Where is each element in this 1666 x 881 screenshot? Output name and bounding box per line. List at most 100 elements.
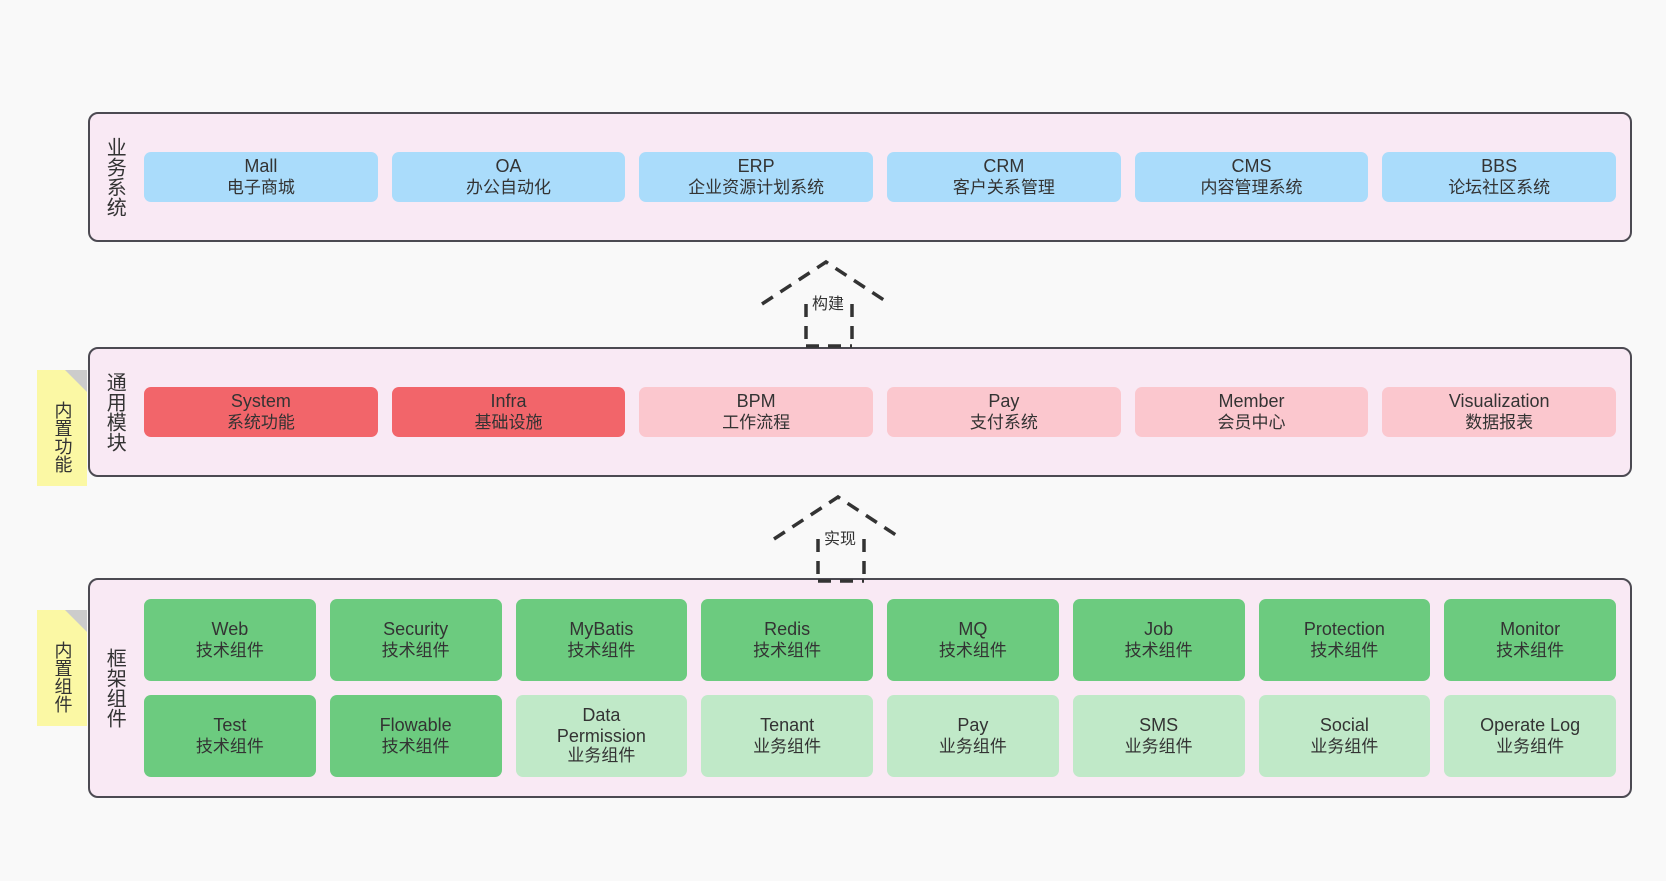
layer-body-business-system: Mall 电子商城 OA 办公自动化 ERP 企业资源计划系统 CRM 客户关系… <box>138 114 1630 240</box>
card-subtitle: 技术组件 <box>753 640 822 660</box>
card-title: OA <box>495 155 522 176</box>
card-social[interactable]: Social 业务组件 <box>1258 695 1431 777</box>
card-mall[interactable]: Mall 电子商城 <box>144 151 378 203</box>
card-bbs[interactable]: BBS 论坛社区系统 <box>1382 151 1617 203</box>
card-visualization[interactable]: Visualization 数据报表 <box>1382 386 1617 438</box>
card-title: CMS <box>1231 155 1272 176</box>
card-member[interactable]: Member 会员中心 <box>1134 386 1369 438</box>
connector-implement: 实现 <box>772 493 922 583</box>
card-subtitle: 论坛社区系统 <box>1448 177 1551 197</box>
card-title: Security <box>383 618 449 639</box>
layer-label-framework-component: 框架组件 <box>103 648 126 728</box>
card-row: Test 技术组件 Flowable 技术组件 Data Permission … <box>144 695 1616 777</box>
card-subtitle: 技术组件 <box>381 640 450 660</box>
card-row: System 系统功能 Infra 基础设施 BPM 工作流程 Pay 支付系统… <box>144 386 1617 438</box>
card-title: Data Permission <box>556 704 646 746</box>
card-subtitle: 技术组件 <box>195 736 264 756</box>
card-title: BPM <box>736 390 776 411</box>
card-mybatis[interactable]: MyBatis 技术组件 <box>515 599 688 681</box>
card-pay-business[interactable]: Pay 业务组件 <box>887 695 1059 777</box>
card-subtitle: 业务组件 <box>938 736 1007 756</box>
card-subtitle: 技术组件 <box>195 640 264 660</box>
layer-label-business-system: 业务系统 <box>103 137 126 217</box>
card-title: SMS <box>1139 714 1179 735</box>
layer-body-common-module: System 系统功能 Infra 基础设施 BPM 工作流程 Pay 支付系统… <box>138 349 1630 475</box>
card-subtitle: 会员中心 <box>1217 412 1286 432</box>
card-bpm[interactable]: BPM 工作流程 <box>639 386 874 438</box>
generalization-arrow-icon <box>773 494 903 583</box>
card-job[interactable]: Job 技术组件 <box>1072 599 1245 681</box>
generalization-arrow-icon <box>761 259 891 348</box>
card-title: Job <box>1144 618 1174 639</box>
card-subtitle: 数据报表 <box>1465 412 1534 432</box>
card-title: Pay <box>988 390 1020 411</box>
card-title: Pay <box>957 714 989 735</box>
card-infra[interactable]: Infra 基础设施 <box>391 386 626 438</box>
card-erp[interactable]: ERP 企业资源计划系统 <box>639 151 874 203</box>
card-subtitle: 业务组件 <box>1124 736 1193 756</box>
card-subtitle: 内容管理系统 <box>1200 177 1303 197</box>
card-subtitle: 技术组件 <box>567 640 636 660</box>
card-crm[interactable]: CRM 客户关系管理 <box>887 151 1121 203</box>
card-subtitle: 电子商城 <box>226 177 295 197</box>
card-subtitle: 技术组件 <box>1124 640 1193 660</box>
card-subtitle: 技术组件 <box>1496 640 1565 660</box>
card-title: ERP <box>737 155 775 176</box>
card-flowable[interactable]: Flowable 技术组件 <box>329 695 502 777</box>
layer-business-system[interactable]: 业务系统 Mall 电子商城 OA 办公自动化 ERP 企业资源计划系统 CRM… <box>88 112 1632 242</box>
card-row: Mall 电子商城 OA 办公自动化 ERP 企业资源计划系统 CRM 客户关系… <box>144 151 1617 203</box>
card-title: Flowable <box>379 714 452 735</box>
card-title: BBS <box>1481 155 1518 176</box>
card-title: Protection <box>1303 618 1385 639</box>
connector-build: 构建 <box>760 258 910 348</box>
note-label: 内置组件 <box>52 641 73 713</box>
card-operate-log[interactable]: Operate Log 业务组件 <box>1444 695 1616 777</box>
card-mq[interactable]: MQ 技术组件 <box>887 599 1059 681</box>
note-fold-corner-icon <box>65 370 87 392</box>
card-title: Monitor <box>1500 618 1561 639</box>
card-subtitle: 业务组件 <box>1496 736 1565 756</box>
card-title: Redis <box>764 618 811 639</box>
card-cms[interactable]: CMS 内容管理系统 <box>1134 151 1369 203</box>
card-subtitle: 系统功能 <box>226 412 295 432</box>
layer-body-framework-component: Web 技术组件 Security 技术组件 MyBatis 技术组件 Redi… <box>138 580 1630 796</box>
card-subtitle: 技术组件 <box>1310 640 1379 660</box>
layer-framework-component[interactable]: 框架组件 Web 技术组件 Security 技术组件 MyBatis 技术组件… <box>88 578 1632 798</box>
layer-label-common-module: 通用模块 <box>103 372 126 452</box>
card-subtitle: 客户关系管理 <box>952 177 1055 197</box>
card-security[interactable]: Security 技术组件 <box>329 599 502 681</box>
card-subtitle: 技术组件 <box>938 640 1007 660</box>
note-builtin-feature[interactable]: 内置功能 <box>37 370 87 486</box>
card-subtitle: 企业资源计划系统 <box>688 177 825 197</box>
card-tenant[interactable]: Tenant 业务组件 <box>701 695 873 777</box>
card-sms[interactable]: SMS 业务组件 <box>1072 695 1245 777</box>
card-title: Infra <box>490 390 527 411</box>
card-data-permission[interactable]: Data Permission 业务组件 <box>515 695 688 777</box>
card-subtitle: 业务组件 <box>753 736 822 756</box>
card-test[interactable]: Test 技术组件 <box>144 695 316 777</box>
card-protection[interactable]: Protection 技术组件 <box>1258 599 1431 681</box>
card-oa[interactable]: OA 办公自动化 <box>391 151 626 203</box>
card-title: System <box>230 390 291 411</box>
card-title: Web <box>211 618 249 639</box>
card-title: Operate Log <box>1480 714 1581 735</box>
card-title: Visualization <box>1448 390 1550 411</box>
card-web[interactable]: Web 技术组件 <box>144 599 316 681</box>
card-title: Mall <box>244 155 278 176</box>
note-builtin-component[interactable]: 内置组件 <box>37 610 87 726</box>
card-subtitle: 业务组件 <box>1310 736 1379 756</box>
card-pay[interactable]: Pay 支付系统 <box>887 386 1121 438</box>
card-title: Social <box>1319 714 1369 735</box>
card-subtitle: 支付系统 <box>969 412 1038 432</box>
card-system[interactable]: System 系统功能 <box>144 386 378 438</box>
note-label: 内置功能 <box>52 401 73 473</box>
card-redis[interactable]: Redis 技术组件 <box>701 599 873 681</box>
layer-common-module[interactable]: 通用模块 System 系统功能 Infra 基础设施 BPM 工作流程 Pay… <box>88 347 1632 477</box>
card-subtitle: 工作流程 <box>722 412 791 432</box>
card-monitor[interactable]: Monitor 技术组件 <box>1444 599 1616 681</box>
card-title: Tenant <box>760 714 815 735</box>
card-subtitle: 基础设施 <box>474 412 543 432</box>
card-title: MyBatis <box>569 618 634 639</box>
card-title: MQ <box>958 618 988 639</box>
